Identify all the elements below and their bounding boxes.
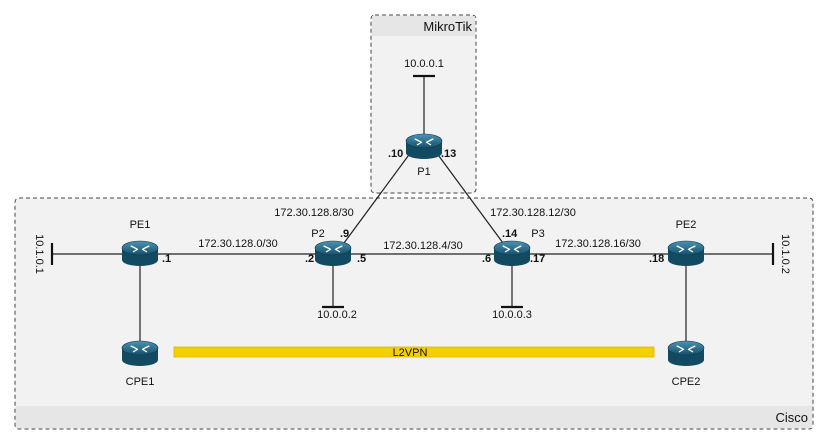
router-name-pe1: PE1 xyxy=(130,219,151,231)
router-icon xyxy=(314,240,352,267)
router-pe1[interactable] xyxy=(121,240,159,267)
router-icon xyxy=(121,340,159,367)
router-name-p2: P2 xyxy=(311,228,324,240)
router-pe2[interactable] xyxy=(667,240,705,267)
l2vpn-label: L2VPN xyxy=(393,347,428,359)
mikrotik-region-title: MikroTik xyxy=(423,19,472,34)
router-icon xyxy=(121,240,159,267)
router-icon xyxy=(667,340,705,367)
router-icon xyxy=(667,240,705,267)
router-p3[interactable] xyxy=(493,240,531,267)
if-pe2: .18 xyxy=(649,253,664,265)
if-p3-left: .6 xyxy=(482,253,491,265)
loopback-pe2: 10.1.0.2 xyxy=(779,234,791,274)
router-name-p3: P3 xyxy=(531,228,544,240)
subnet-p1-p3: 172.30.128.12/30 xyxy=(490,207,576,219)
subnet-p3-pe2: 172.30.128.16/30 xyxy=(555,238,641,250)
router-icon xyxy=(405,133,443,160)
router-name-pe2: PE2 xyxy=(676,219,697,231)
router-icon xyxy=(493,240,531,267)
router-p1[interactable] xyxy=(405,133,443,160)
link-p2-p1 xyxy=(343,147,415,244)
cisco-region-title: Cisco xyxy=(775,410,808,425)
subnet-labels: 172.30.128.0/30 172.30.128.4/30 172.30.1… xyxy=(198,207,641,252)
router-p2[interactable] xyxy=(314,240,352,267)
interface-labels: .1 .2 .9 .5 .10 .13 .14 .6 .17 .18 xyxy=(162,148,664,265)
if-p3-right: .17 xyxy=(530,253,545,265)
links xyxy=(139,147,687,350)
cisco-region: Cisco xyxy=(14,197,814,430)
router-names: P1 P2 P3 PE1 PE2 CPE1 CPE2 xyxy=(126,166,701,388)
if-p2-left: .2 xyxy=(305,253,314,265)
if-pe1: .1 xyxy=(162,253,171,265)
subnet-pe1-p2: 172.30.128.0/30 xyxy=(198,238,278,250)
router-cpe1[interactable] xyxy=(121,340,159,367)
subnet-p2-p3: 172.30.128.4/30 xyxy=(383,240,463,252)
loopback-p3: 10.0.0.3 xyxy=(492,309,532,321)
router-name-p1: P1 xyxy=(417,166,430,178)
loopback-p1: 10.0.0.1 xyxy=(404,58,444,70)
if-p3-up: .14 xyxy=(502,228,518,240)
if-p1-right: .13 xyxy=(441,148,456,160)
loopback-pe1: 10.1.0.1 xyxy=(33,234,45,274)
if-p2-right: .5 xyxy=(357,253,366,265)
l2vpn-link: L2VPN xyxy=(173,346,655,359)
loopback-labels: 10.0.0.1 10.0.0.2 10.0.0.3 10.1.0.1 10.1… xyxy=(33,58,791,321)
subnet-p2-p1: 172.30.128.8/30 xyxy=(274,207,354,219)
router-name-cpe1: CPE1 xyxy=(126,376,155,388)
router-cpe2[interactable] xyxy=(667,340,705,367)
if-p2-up: .9 xyxy=(340,228,349,240)
link-p1-p3 xyxy=(432,147,504,244)
loopback-p2: 10.0.0.2 xyxy=(317,309,357,321)
router-name-cpe2: CPE2 xyxy=(672,376,701,388)
if-p1-left: .10 xyxy=(388,148,403,160)
